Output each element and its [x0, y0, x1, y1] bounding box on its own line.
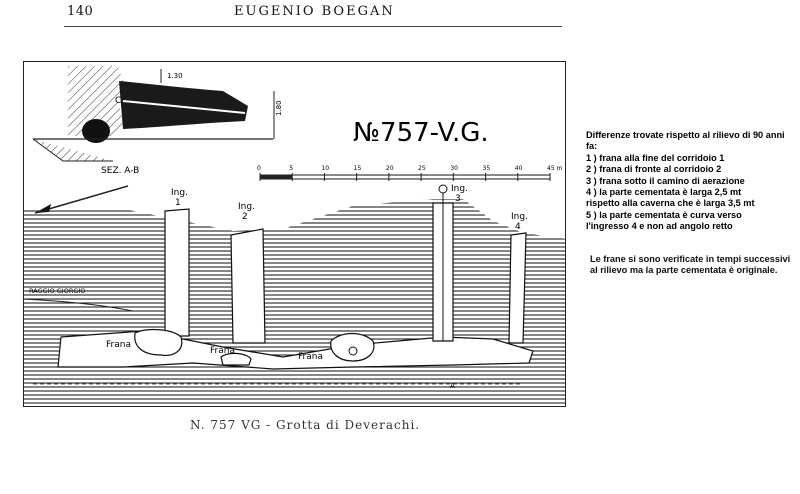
- section-letter-c: C: [115, 96, 121, 106]
- scale-bar: 0 5 10 15 20 25 30 35 40 45 m: [257, 165, 563, 181]
- section-label: SEZ. A-B: [101, 166, 139, 176]
- scale-tick-label: 40: [515, 165, 523, 172]
- entrance-label: Ing.2: [238, 202, 255, 222]
- notes-block: Differenze trovate rispetto al rilievo d…: [586, 130, 798, 233]
- scale-tick-label: 10: [321, 165, 329, 172]
- scale-tick-label: 20: [386, 165, 394, 172]
- frana-label: Frana: [210, 346, 235, 356]
- page-number: 140: [67, 4, 94, 19]
- scale-tick-label: 15: [354, 165, 362, 172]
- scale-tick-label: 5: [289, 165, 293, 172]
- dimension-side: 1.80: [275, 100, 283, 116]
- figure-caption: N. 757 VG - Grotta di Deverachi.: [190, 418, 421, 432]
- frana-label: Frana: [106, 340, 131, 350]
- cave-survey-plate: C 1.30 1.80 SEZ. A-B №757-V.G. 0 5 10 15 20 2…: [23, 61, 566, 407]
- scale-tick-label: 45 m: [547, 165, 563, 172]
- scale-tick-label: 25: [418, 165, 426, 172]
- header-rule: [64, 26, 562, 27]
- note-item: 5 ) la parte cementata è curva verso: [586, 209, 742, 220]
- point-a: A: [450, 382, 455, 390]
- scale-tick-label: 0: [257, 165, 261, 172]
- north-arrow: [34, 185, 129, 214]
- entrance-label: Ing.3: [451, 184, 468, 204]
- section-inset: C 1.30 1.80 SEZ. A-B: [32, 66, 283, 176]
- note-item: 3 ) frana sotto il camino di aerazione: [586, 175, 745, 186]
- running-title: EUGENIO BOEGAN: [234, 4, 395, 19]
- note-item: rispetto alla caverna che è larga 3,5 mt: [586, 198, 755, 209]
- cave-number: №757-V.G.: [353, 118, 489, 148]
- entrance-label: Ing.4: [511, 212, 528, 232]
- dimension-top: 1.30: [167, 72, 183, 80]
- cave-plan: [23, 184, 566, 407]
- scale-tick-label: 35: [483, 165, 491, 172]
- notes-summary: Le frane si sono verificate in tempi suc…: [590, 254, 791, 276]
- magnetic-label: RAGGIO GIORGIO: [29, 287, 85, 295]
- note-item: 4 ) la parte cementata è larga 2,5 mt: [586, 187, 742, 198]
- note-item: 2 ) frana di fronte al corridoio 2: [586, 164, 722, 175]
- entrance-label: Ing.1: [171, 188, 188, 208]
- scale-tick-label: 30: [450, 165, 458, 172]
- note-item: l'ingresso 4 e non ad angolo retto: [586, 221, 733, 232]
- frana-label: Frana: [298, 352, 323, 362]
- notes-title: Differenze trovate rispetto al rilievo d…: [586, 130, 785, 152]
- note-item: 1 ) frana alla fine del corridoio 1: [586, 152, 725, 163]
